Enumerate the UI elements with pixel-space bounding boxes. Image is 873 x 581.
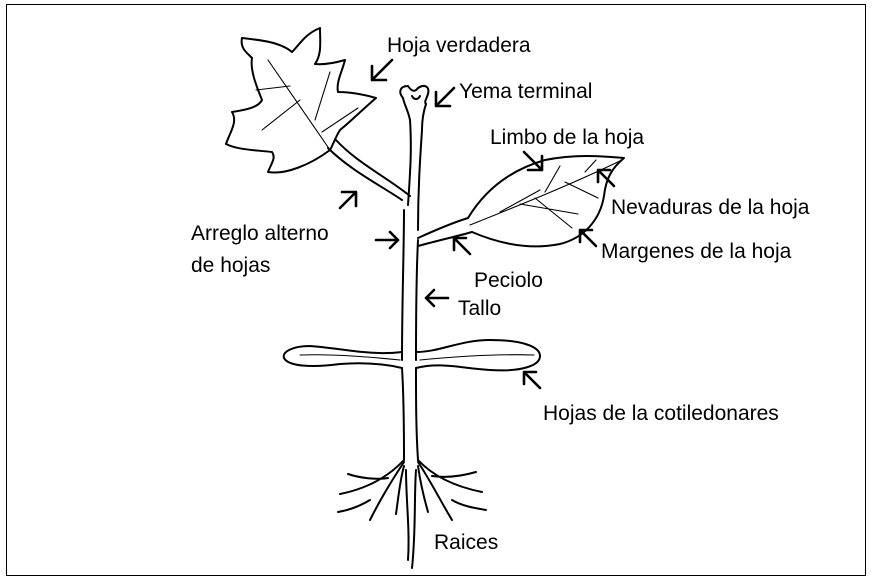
arrow-true-leaf — [370, 58, 394, 82]
right-cotyledon — [415, 339, 541, 372]
terminal-bud-shape — [399, 85, 430, 105]
label-cotyledons: Hojas de la cotiledonares — [543, 402, 779, 425]
roots — [337, 459, 487, 569]
plant-illustration — [225, 27, 625, 569]
label-stem: Tallo — [458, 297, 501, 320]
label-leaf-blade: Limbo de la hoja — [490, 126, 644, 149]
arrow-leaf-veins — [596, 168, 616, 188]
arrow-stem — [424, 288, 450, 308]
arrow-petiole — [452, 236, 472, 256]
arrow-alternate-right — [374, 230, 400, 250]
label-leaf-veins: Nevaduras de la hoja — [611, 196, 810, 219]
upper-stem — [402, 97, 427, 231]
arrow-cotyledons — [522, 370, 542, 390]
label-petiole: Peciolo — [474, 269, 543, 292]
leaf-blade-veins — [469, 159, 623, 229]
label-alternate-arrangement-2: de hojas — [191, 254, 270, 277]
main-stem — [401, 209, 419, 361]
labels: Hoja verdadera Yema terminal Limbo de la… — [191, 34, 810, 554]
label-roots: Raices — [434, 531, 498, 554]
true-leaf-petiole — [327, 139, 411, 201]
label-true-leaf: Hoja verdadera — [387, 34, 531, 57]
arrows — [338, 58, 616, 390]
cotyledon-midribs — [299, 354, 535, 361]
arrow-alternate-upper — [338, 190, 358, 210]
label-alternate-arrangement-1: Arreglo alterno — [191, 222, 329, 245]
true-leaf-veins — [255, 59, 359, 151]
label-terminal-bud: Yema terminal — [459, 80, 592, 103]
true-leaf-shape — [225, 27, 377, 174]
left-cotyledon — [282, 345, 403, 369]
label-leaf-margins: Margenes de la hoja — [601, 240, 792, 263]
lower-stem — [401, 367, 419, 461]
arrow-leaf-margins — [578, 228, 598, 248]
leaf-blade-shape — [467, 155, 625, 248]
arrow-terminal-bud — [434, 86, 456, 108]
petiole — [417, 217, 473, 247]
arrow-leaf-blade — [522, 150, 544, 172]
